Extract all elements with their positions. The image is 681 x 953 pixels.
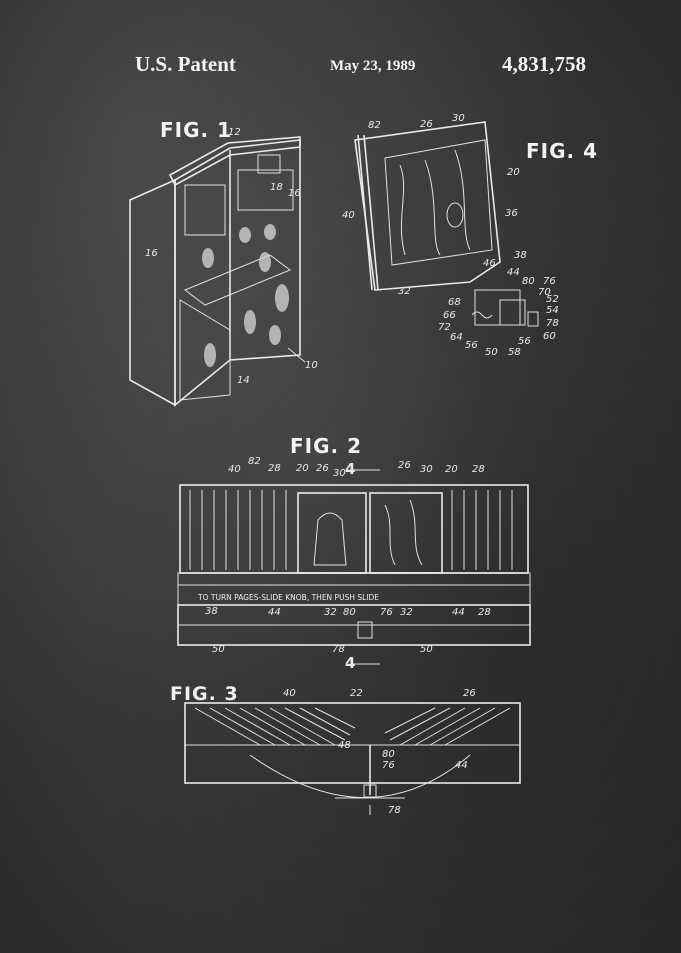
patent-date: May 23, 1989 xyxy=(330,58,416,74)
fig2-ref-38: 38 xyxy=(205,606,218,617)
fig2-ref-44a: 44 xyxy=(268,607,281,618)
fig2-ref-76: 76 xyxy=(380,607,393,618)
fig2-page-slots xyxy=(189,490,513,570)
fig3-section-drawing xyxy=(184,702,521,815)
fig3-label: FIG. 3 xyxy=(170,683,239,705)
fig4-ref-56b: 56 xyxy=(518,336,531,347)
fig4-ref-60: 60 xyxy=(543,331,556,342)
fig2-ref-26b: 26 xyxy=(398,460,411,471)
fig2-section-mark-top: 4 xyxy=(345,460,355,478)
fig4-ref-58: 58 xyxy=(508,347,521,358)
fig3-ref-44: 44 xyxy=(455,760,468,771)
fig1-ref-12: 12 xyxy=(228,127,241,138)
fig4-ref-70: 70 xyxy=(538,287,551,298)
fig3-ref-78: 78 xyxy=(388,805,401,816)
fig2-ref-32b: 32 xyxy=(400,607,413,618)
fig3-ref-40: 40 xyxy=(283,688,296,699)
fig4-ref-56a: 56 xyxy=(465,340,478,351)
fig2-ref-28a: 28 xyxy=(268,463,281,474)
fig2-ref-44b: 44 xyxy=(452,607,465,618)
fig4-ref-80: 80 xyxy=(522,276,535,287)
fig3-ref-26: 26 xyxy=(463,688,476,699)
fig2-ref-20a: 20 xyxy=(296,463,309,474)
fig2-ref-26a: 26 xyxy=(316,463,329,474)
fig2-ref-28c: 28 xyxy=(478,607,491,618)
fig2-ref-28b: 28 xyxy=(472,464,485,475)
fig2-rack-drawing xyxy=(177,469,531,665)
fig2-ref-30a: 30 xyxy=(333,468,346,479)
fig2-instruction-caption: TO TURN PAGES-SLIDE KNOB, THEN PUSH SLID… xyxy=(197,593,379,602)
fig4-ref-20: 20 xyxy=(507,167,520,178)
fig2-ref-40: 40 xyxy=(228,464,241,475)
fig1-ref-10: 10 xyxy=(305,360,318,371)
fig4-ref-78: 78 xyxy=(546,318,559,329)
fig4-ref-38: 38 xyxy=(514,250,527,261)
fig2-section-mark-bottom: 4 xyxy=(345,654,355,672)
patent-number: 4,831,758 xyxy=(502,52,586,76)
fig2-ref-82: 82 xyxy=(248,456,261,467)
fig4-ref-66: 66 xyxy=(443,310,456,321)
fig1-ref-16a: 16 xyxy=(288,188,301,199)
fig1-ref-18: 18 xyxy=(270,182,283,193)
fig1-label: FIG. 1 xyxy=(160,118,232,142)
fig2-ref-20b: 20 xyxy=(445,464,458,475)
fig4-ref-54: 54 xyxy=(546,305,559,316)
fig2-ref-32a: 32 xyxy=(324,607,337,618)
fig3-ref-76: 76 xyxy=(382,760,395,771)
fig1-ref-14: 14 xyxy=(237,375,250,386)
fig4-ref-52: 52 xyxy=(546,294,559,305)
fig4-ref-68: 68 xyxy=(448,297,461,308)
fig1-ref-16b: 16 xyxy=(145,248,158,259)
fig1-cabinet-drawing xyxy=(129,136,306,407)
fig2-ref-78: 78 xyxy=(332,644,345,655)
fig4-ref-32: 32 xyxy=(398,286,411,297)
fig4-ref-64: 64 xyxy=(450,332,463,343)
fig4-ref-82: 82 xyxy=(368,120,381,131)
fig4-label: FIG. 4 xyxy=(526,139,598,163)
fig4-ref-44: 44 xyxy=(507,267,520,278)
fig4-ref-76: 76 xyxy=(543,276,556,287)
patent-office-label: U.S. Patent xyxy=(135,52,236,76)
fig2-ref-50a: 50 xyxy=(212,644,225,655)
fig2-ref-30b: 30 xyxy=(420,464,433,475)
fig4-ref-40: 40 xyxy=(342,210,355,221)
fig4-ref-50: 50 xyxy=(485,347,498,358)
fig4-ref-26: 26 xyxy=(420,119,433,130)
fig4-ref-36: 36 xyxy=(505,208,518,219)
fig4-ref-46: 46 xyxy=(483,258,496,269)
fig2-label: FIG. 2 xyxy=(290,434,362,458)
fig2-ref-80: 80 xyxy=(343,607,356,618)
fig3-ref-22: 22 xyxy=(350,688,363,699)
fig4-panel-drawing xyxy=(354,121,539,327)
fig4-ref-30: 30 xyxy=(452,113,465,124)
fig3-ref-48: 48 xyxy=(338,740,351,751)
fig2-ref-50b: 50 xyxy=(420,644,433,655)
fig3-ref-80: 80 xyxy=(382,749,395,760)
fig4-ref-72: 72 xyxy=(438,322,451,333)
